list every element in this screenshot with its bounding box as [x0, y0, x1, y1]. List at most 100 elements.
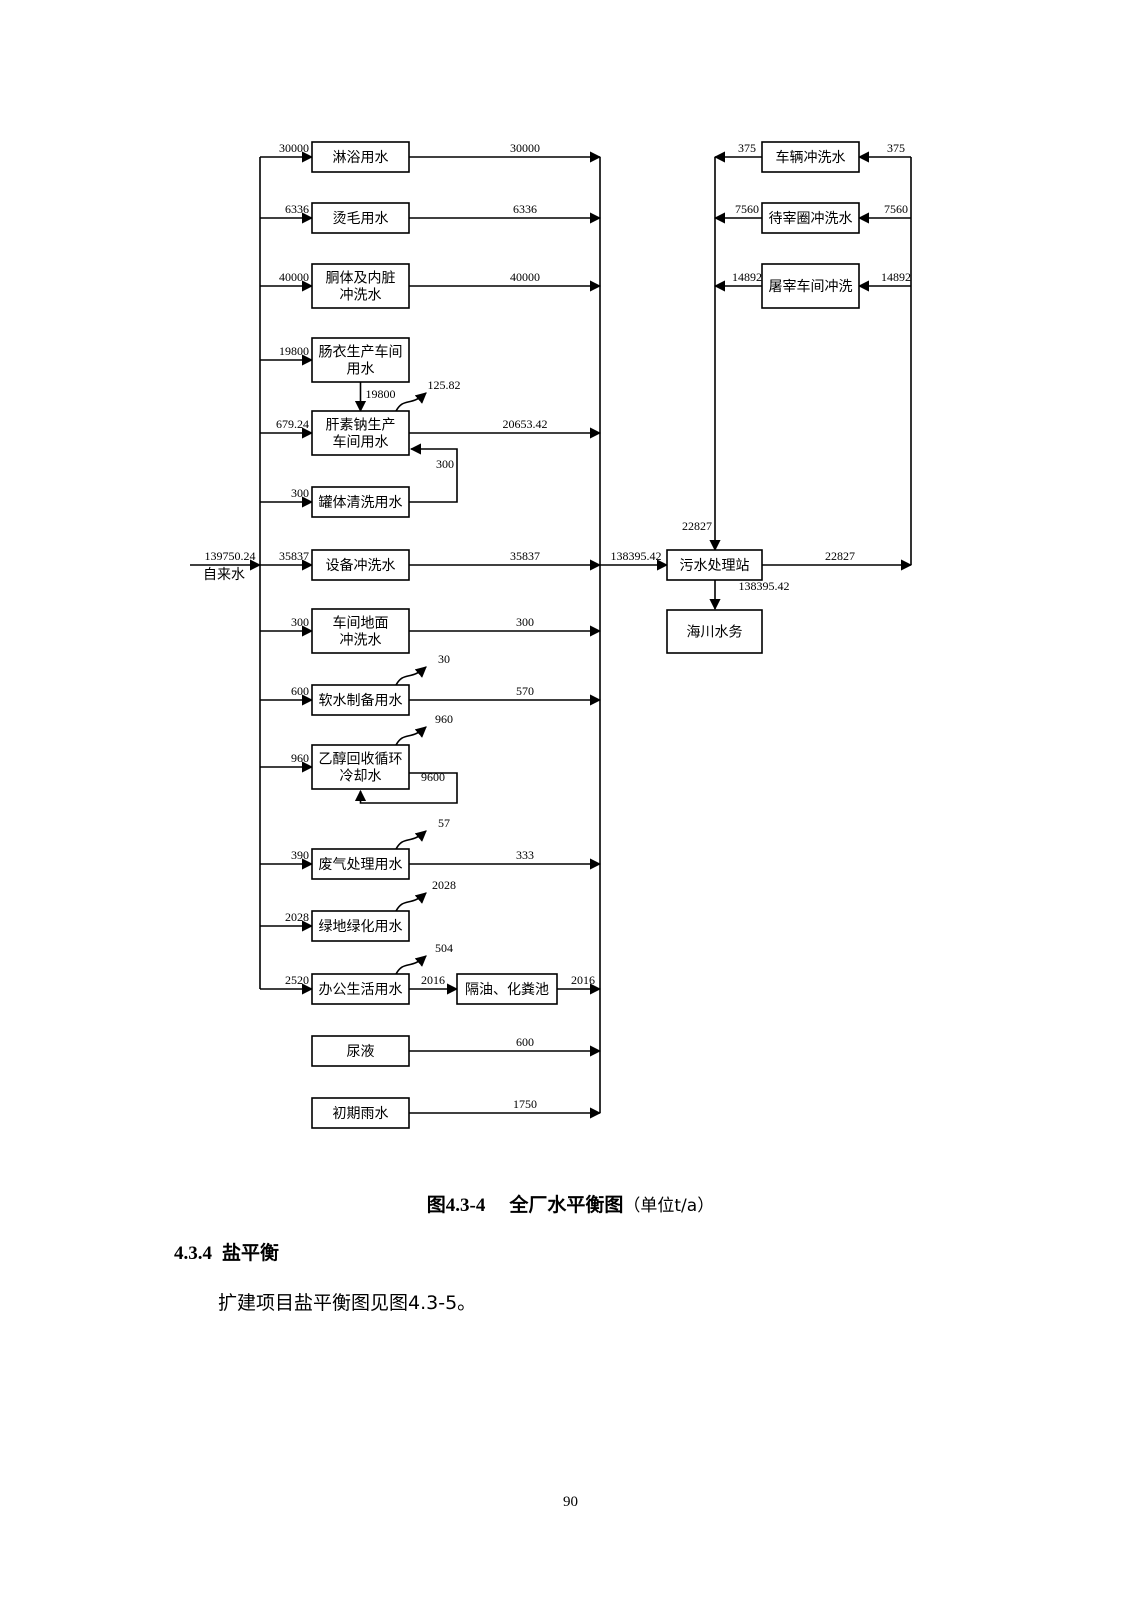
unit-u7: 设备冲洗水	[311, 549, 410, 581]
unit-u10-recycle-value: 9600	[421, 770, 445, 784]
unit-u10-loss-value: 960	[435, 712, 453, 726]
unit-u12-loss-value: 2028	[432, 878, 456, 892]
unit-u6-label: 罐体清洗用水	[319, 495, 403, 511]
unit-u3-frame	[311, 263, 410, 309]
septic-tank-frame	[456, 973, 558, 1005]
section-number: 4.3.4	[174, 1243, 212, 1264]
unit-u1: 淋浴用水	[311, 141, 410, 173]
unit-u9-loss	[395, 666, 427, 686]
reuse-unit-r2-frame	[761, 202, 860, 234]
unit-u7-label: 设备冲洗水	[326, 557, 396, 574]
unit-u14-outflow-value: 600	[516, 1035, 534, 1049]
unit-u5-loss-value: 125.82	[428, 378, 461, 392]
unit-u7-frame	[311, 549, 410, 581]
reuse-unit-r1-outflow-value: 375	[738, 141, 756, 155]
unit-u7-outflow-value: 35837	[510, 549, 540, 563]
unit-u6-inflow-value: 300	[291, 486, 309, 500]
reuse-unit-r3-label: 屠宰车间冲洗	[769, 278, 853, 295]
reuse-unit-r2-label: 待宰圈冲洗水	[769, 211, 853, 227]
unit-u9-outflow-value: 570	[516, 684, 534, 698]
unit-u10-inflow-value: 960	[291, 751, 309, 765]
wastewater-treatment-station-frame	[666, 549, 763, 581]
unit-u10-frame	[311, 744, 410, 790]
unit-u10-loss	[395, 726, 427, 746]
reuse-outflow-value: 22827	[825, 549, 855, 563]
unit-u13-loss-value: 504	[435, 941, 453, 955]
unit-u5-label: 肝素钠生产	[326, 418, 396, 434]
unit-u10-label: 冷却水	[340, 769, 382, 785]
unit-u10-label: 乙醇回收循环	[319, 751, 403, 768]
discharge-haichuan-label: 海川水务	[687, 625, 743, 641]
unit-u11-label: 废气处理用水	[319, 857, 403, 873]
figure-unit: （单位t/a）	[623, 1196, 715, 1216]
unit-u11-frame	[311, 848, 410, 880]
unit-u10-recycle	[354, 772, 458, 804]
unit-u5-frame	[311, 410, 410, 456]
unit-u4-to-u5-value: 19800	[366, 387, 396, 401]
unit-u15-outflow-value: 1750	[513, 1097, 537, 1111]
reuse-unit-r3-inflow-value: 14892	[881, 270, 911, 284]
wastewater-treatment-station: 污水处理站	[666, 549, 763, 581]
unit-u8-frame	[311, 608, 410, 654]
unit-u2: 烫毛用水	[311, 202, 410, 234]
unit-u1-label: 淋浴用水	[333, 150, 389, 166]
unit-u9-frame	[311, 684, 410, 716]
unit-u12-inflow-value: 2028	[285, 910, 309, 924]
unit-u6-frame	[311, 486, 410, 518]
unit-u2-inflow-value: 6336	[285, 202, 309, 216]
discharge-haichuan: 海川水务	[666, 609, 763, 654]
unit-u13-outflow-value: 2016	[421, 973, 445, 987]
unit-u5-inflow-value: 679.24	[276, 417, 309, 431]
unit-u6-return-value: 300	[436, 457, 454, 471]
unit-u7-inflow-value: 35837	[279, 549, 309, 563]
reuse-unit-r2: 待宰圈冲洗水	[761, 202, 860, 234]
body-paragraph: 扩建项目盐平衡图见图4.3-5。	[218, 1292, 477, 1314]
unit-u13-label: 办公生活用水	[319, 982, 403, 998]
reuse-unit-r2-outflow-value: 7560	[735, 202, 759, 216]
unit-u4-label: 肠衣生产车间	[319, 344, 403, 361]
section-title: 盐平衡	[222, 1242, 280, 1264]
unit-u12: 绿地绿化用水	[311, 910, 410, 942]
unit-u15-label: 初期雨水	[333, 1105, 389, 1122]
unit-u13-inflow-value: 2520	[285, 973, 309, 987]
unit-u2-outflow-value: 6336	[513, 202, 537, 216]
discharge-haichuan-frame	[666, 609, 763, 654]
figure-number: 图4.3-4	[426, 1195, 486, 1216]
unit-u12-label: 绿地绿化用水	[319, 919, 403, 935]
unit-u8-label: 冲洗水	[340, 633, 382, 649]
unit-u11: 废气处理用水	[311, 848, 410, 880]
unit-u9-loss-value: 30	[438, 652, 450, 666]
unit-u5-label: 车间用水	[333, 434, 389, 451]
unit-u14-frame	[311, 1035, 410, 1067]
unit-u4-frame	[311, 337, 410, 383]
reuse-unit-r3-outflow-value: 14892	[732, 270, 762, 284]
reuse-unit-r1-inflow-value: 375	[887, 141, 905, 155]
reuse-unit-r2-inflow-value: 7560	[884, 202, 908, 216]
unit-u11-loss	[395, 830, 427, 850]
unit-u3-label: 冲洗水	[340, 288, 382, 304]
unit-u1-inflow-value: 30000	[279, 141, 309, 155]
unit-u2-label: 烫毛用水	[333, 211, 389, 227]
unit-u1-frame	[311, 141, 410, 173]
septic-tank-label: 隔油、化粪池	[465, 982, 549, 998]
reuse-unit-r1-label: 车辆冲洗水	[776, 149, 846, 166]
figure-title: 全厂水平衡图	[509, 1194, 624, 1216]
unit-u6-return	[409, 443, 458, 503]
unit-u8-inflow-value: 300	[291, 615, 309, 629]
unit-u11-outflow-value: 333	[516, 848, 534, 862]
unit-u14-label: 尿液	[347, 1044, 375, 1060]
unit-u6: 罐体清洗用水	[311, 486, 410, 518]
unit-u12-loss	[395, 892, 427, 912]
unit-u9-inflow-value: 600	[291, 684, 309, 698]
unit-u2-frame	[311, 202, 410, 234]
unit-u4-label: 用水	[347, 362, 375, 378]
discharge-flow-value: 138395.42	[739, 579, 790, 593]
source-total-value: 139750.24	[205, 549, 256, 563]
unit-u13-frame	[311, 973, 410, 1005]
page-number: 90	[563, 1494, 578, 1510]
